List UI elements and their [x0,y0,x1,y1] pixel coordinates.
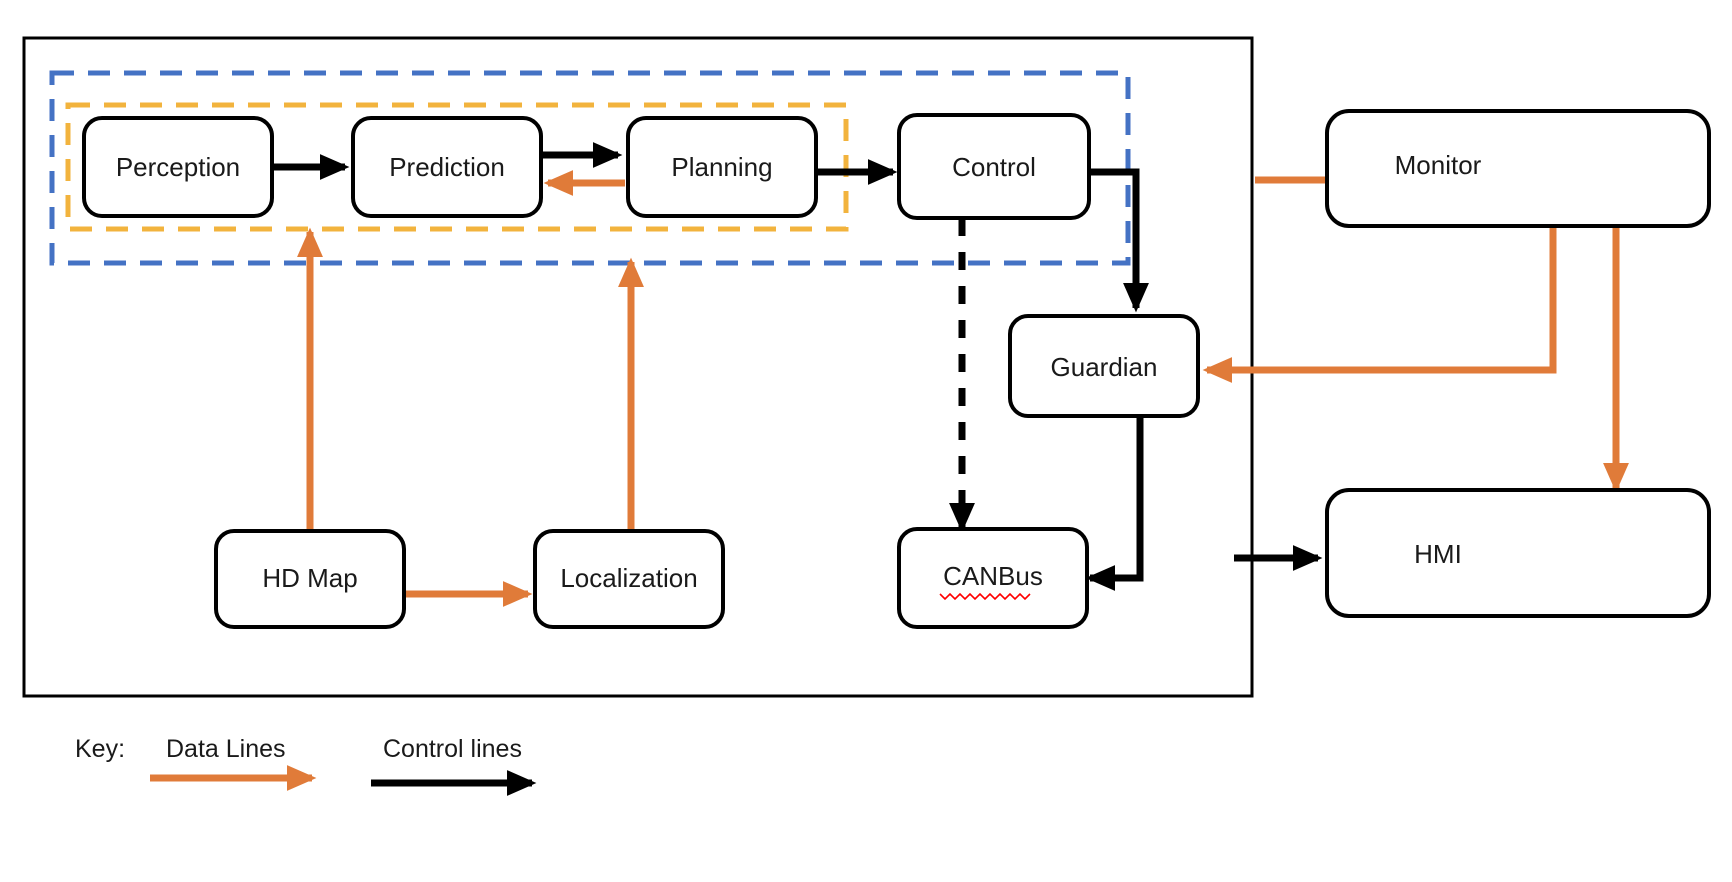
node-hd-map-box[interactable] [214,529,406,629]
node-prediction-box[interactable] [351,116,543,218]
node-planning-label: Planning [671,152,772,182]
node-planning-box[interactable] [626,116,818,218]
edge-control-to-guardian [1090,168,1149,313]
node-hmi-box[interactable] [1325,488,1711,618]
group-boundary-blue [49,70,1131,266]
edge-guardian-to-canbus [1085,416,1144,591]
node-monitor-label: Monitor [1395,150,1482,180]
node-guardian-box[interactable] [1008,314,1200,418]
node-control-box[interactable] [897,113,1091,220]
node-guardian[interactable]: Guardian [1008,314,1200,418]
node-perception[interactable]: Perception [82,116,274,218]
spellcheck-underline-icon [939,592,1031,601]
node-hd-map-label: HD Map [262,563,357,593]
legend: Key: Data Lines Control lines [75,735,537,796]
node-guardian-label: Guardian [1051,352,1158,382]
node-canbus-box[interactable] [897,527,1089,629]
edge-monitor-to-guardian [1202,226,1557,383]
node-hd-map[interactable]: HD Map [214,529,406,629]
legend-title: Key: [75,735,125,763]
group-boundary-yellow [65,102,849,232]
node-localization[interactable]: Localization [533,529,725,629]
node-monitor[interactable]: Monitor [1325,109,1711,228]
node-canbus-label: CANBus [943,561,1043,591]
node-prediction-label: Prediction [389,152,505,182]
node-monitor-box[interactable] [1325,109,1711,228]
legend-control-label: Control lines [383,735,522,763]
node-localization-box[interactable] [533,529,725,629]
node-hmi-label: HMI [1414,539,1462,569]
node-prediction[interactable]: Prediction [351,116,543,218]
node-perception-box[interactable] [82,116,274,218]
node-planning[interactable]: Planning [626,116,818,218]
node-control[interactable]: Control [897,113,1091,220]
legend-data-label: Data Lines [166,735,286,763]
node-perception-label: Perception [116,152,240,182]
node-canbus[interactable]: CANBus [897,527,1089,629]
node-control-label: Control [952,152,1036,182]
node-hmi[interactable]: HMI [1325,488,1711,618]
node-localization-label: Localization [560,563,697,593]
